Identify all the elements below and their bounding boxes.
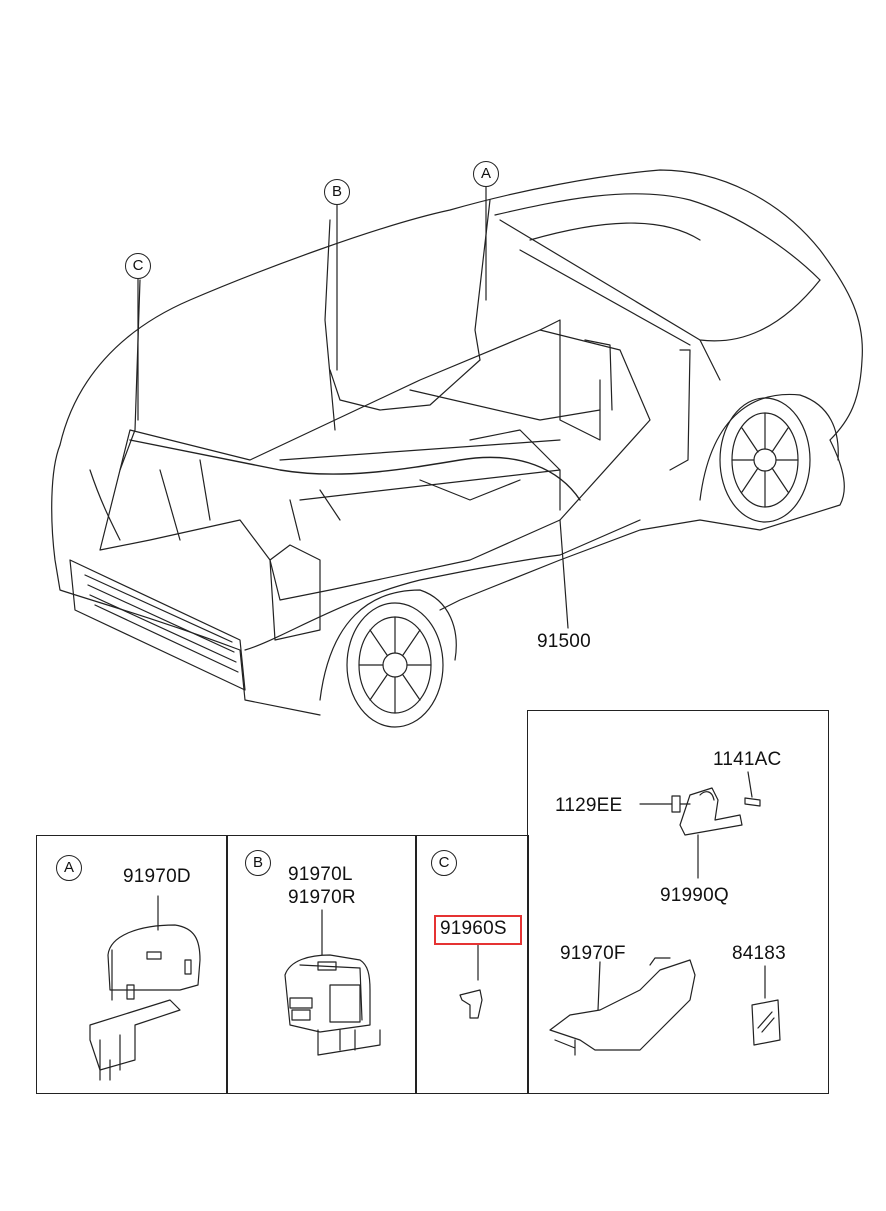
panel-a-part-label: 91970D [123,866,191,887]
detail-panel-c [415,835,529,1094]
panel-b-letter: B [245,850,271,876]
detail-panel-a [36,835,228,1094]
callout-a: A [473,161,499,187]
detail-panel-right [527,710,829,1094]
callout-b: B [324,179,350,205]
panel-c-letter: C [431,850,457,876]
panel-a-letter: A [56,855,82,881]
vehicle-floor-wiring-drawing [51,169,863,728]
tape-part-label: 84183 [732,943,786,964]
panel-b-part-label-1: 91970L [288,864,353,885]
panel-c-part-label: 91960S [440,918,507,939]
bracket-part-label: 91990Q [660,885,729,906]
highlighted-part-frame [434,915,522,945]
panel-b-part-label-2: 91970R [288,887,356,908]
callout-c: C [125,253,151,279]
bolt-part-label: 1141AC [713,749,782,770]
main-harness-part-label: 91500 [537,631,591,652]
screw-part-label: 1129EE [555,795,623,816]
protector-part-label: 91970F [560,943,626,964]
detail-panel-b [226,835,417,1094]
